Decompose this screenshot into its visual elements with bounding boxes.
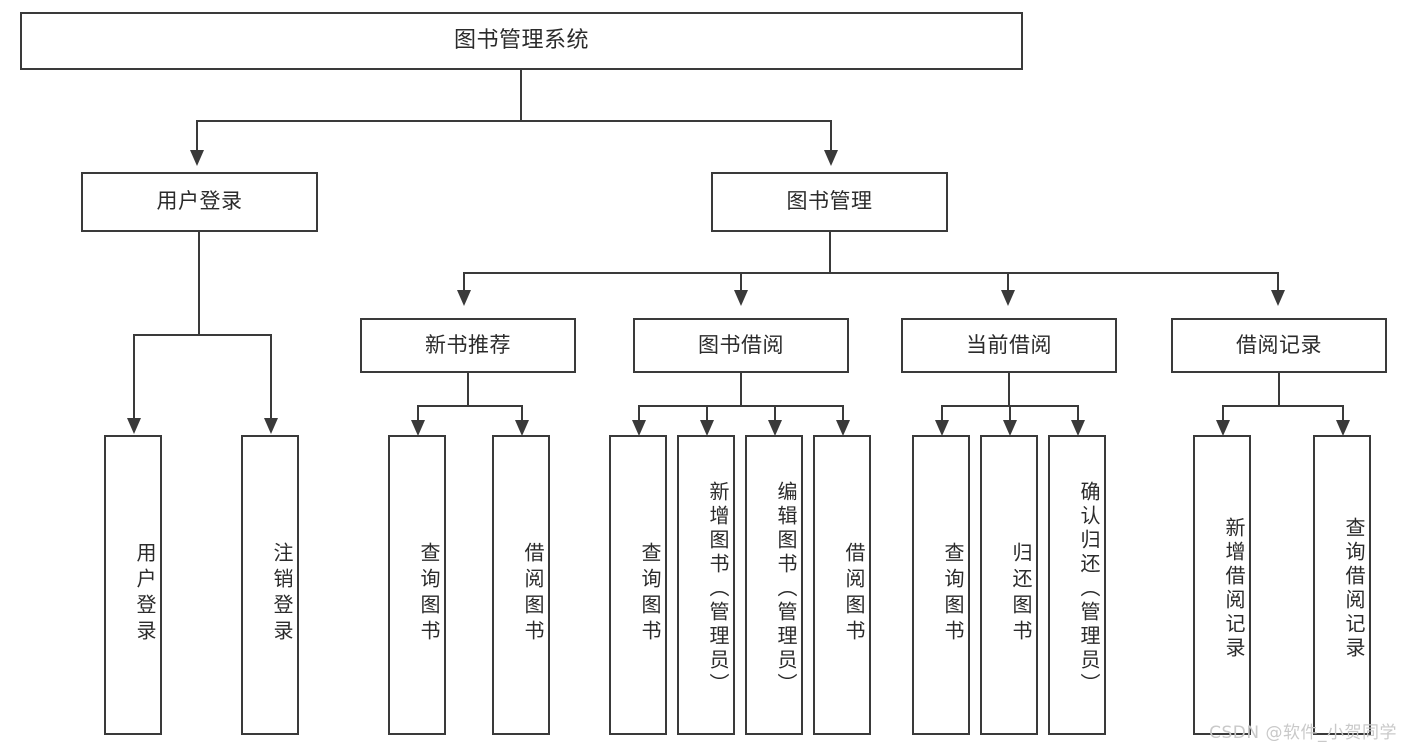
- arrow-head-icon: [632, 420, 646, 436]
- arrow-head-icon: [1001, 290, 1015, 306]
- connector-root-bus: [196, 120, 832, 122]
- leaf-edit-book[interactable]: 编辑图书（管理员）: [745, 435, 803, 735]
- arrow-head-icon: [190, 150, 204, 166]
- connector-book-manage-to-borrow-record: [1277, 272, 1279, 292]
- arrow-head-icon: [768, 420, 782, 436]
- arrow-head-icon: [1336, 420, 1350, 436]
- arrow-head-icon: [515, 420, 529, 436]
- connector-book-manage-to-book-borrow: [740, 272, 742, 292]
- node-label: 借阅图书: [521, 542, 545, 646]
- connector-new-book-bus: [417, 405, 523, 407]
- connector-root-to-user-login: [196, 120, 198, 152]
- connector-user-login-to-leaf-1: [133, 334, 135, 420]
- node-label: 图书管理: [786, 189, 873, 214]
- connector-current-borrow-to-leaf-3: [1077, 405, 1079, 425]
- connector-book-borrow-to-leaf-4: [842, 405, 844, 425]
- node-label: 查询图书: [941, 542, 965, 646]
- node-new-book-recommend[interactable]: 新书推荐: [360, 318, 576, 373]
- node-label: 图书借阅: [698, 332, 784, 357]
- leaf-add-book[interactable]: 新增图书（管理员）: [677, 435, 735, 735]
- arrow-head-icon: [1071, 420, 1085, 436]
- connector-borrow-record-to-leaf-1: [1222, 405, 1224, 425]
- node-label: 注销登录: [270, 542, 294, 646]
- leaf-query-borrow-record[interactable]: 查询借阅记录: [1313, 435, 1371, 735]
- connector-book-borrow-to-leaf-2: [706, 405, 708, 425]
- node-label: 当前借阅: [966, 332, 1052, 357]
- connector-book-manage-stem: [829, 232, 831, 272]
- node-label: 查询借阅记录: [1342, 517, 1366, 661]
- node-label: 编辑图书（管理员）: [774, 481, 798, 697]
- leaf-user-login[interactable]: 用户登录: [104, 435, 162, 735]
- node-label: 用户登录: [133, 542, 157, 646]
- arrow-head-icon: [1271, 290, 1285, 306]
- node-label: 新增图书（管理员）: [706, 481, 730, 697]
- connector-current-borrow-to-leaf-1: [941, 405, 943, 425]
- connector-user-login-bus: [133, 334, 272, 336]
- leaf-confirm-return[interactable]: 确认归还（管理员）: [1048, 435, 1106, 735]
- connector-borrow-record-bus: [1222, 405, 1344, 407]
- node-root-system[interactable]: 图书管理系统: [20, 12, 1023, 70]
- node-label: 确认归还（管理员）: [1077, 481, 1101, 697]
- connector-book-borrow-bus: [638, 405, 844, 407]
- node-label: 借阅图书: [842, 542, 866, 646]
- connector-book-borrow-stem: [740, 373, 742, 405]
- node-label: 归还图书: [1009, 542, 1033, 646]
- node-label: 查询图书: [417, 542, 441, 646]
- arrow-head-icon: [836, 420, 850, 436]
- leaf-query-book-current[interactable]: 查询图书: [912, 435, 970, 735]
- connector-user-login-to-leaf-2: [270, 334, 272, 420]
- node-current-borrow[interactable]: 当前借阅: [901, 318, 1117, 373]
- connector-book-manage-to-new-book: [463, 272, 465, 292]
- connector-root-to-book-manage: [830, 120, 832, 152]
- connector-new-book-to-leaf-1: [417, 405, 419, 425]
- connector-new-book-to-leaf-2: [521, 405, 523, 425]
- leaf-query-book-recommend[interactable]: 查询图书: [388, 435, 446, 735]
- arrow-head-icon: [457, 290, 471, 306]
- arrow-head-icon: [1216, 420, 1230, 436]
- arrow-head-icon: [127, 418, 141, 434]
- connector-root-stem: [520, 70, 522, 120]
- arrow-head-icon: [935, 420, 949, 436]
- node-label: 用户登录: [156, 189, 243, 214]
- leaf-return-book[interactable]: 归还图书: [980, 435, 1038, 735]
- node-user-login[interactable]: 用户登录: [81, 172, 318, 232]
- node-label: 新书推荐: [425, 332, 511, 357]
- node-label: 图书管理系统: [453, 27, 589, 53]
- arrow-head-icon: [264, 418, 278, 434]
- leaf-query-book-borrow[interactable]: 查询图书: [609, 435, 667, 735]
- node-borrow-record[interactable]: 借阅记录: [1171, 318, 1387, 373]
- node-label: 查询图书: [638, 542, 662, 646]
- node-book-borrow[interactable]: 图书借阅: [633, 318, 849, 373]
- leaf-borrow-book[interactable]: 借阅图书: [813, 435, 871, 735]
- connector-user-login-stem: [198, 232, 200, 334]
- arrow-head-icon: [411, 420, 425, 436]
- leaf-borrow-book-recommend[interactable]: 借阅图书: [492, 435, 550, 735]
- connector-book-manage-bus: [463, 272, 1277, 274]
- connector-book-manage-to-current-borrow: [1007, 272, 1009, 292]
- connector-current-borrow-to-leaf-2: [1009, 405, 1011, 425]
- connector-new-book-stem: [467, 373, 469, 405]
- node-book-manage[interactable]: 图书管理: [711, 172, 948, 232]
- connector-current-borrow-stem: [1008, 373, 1010, 405]
- connector-borrow-record-stem: [1278, 373, 1280, 405]
- arrow-head-icon: [824, 150, 838, 166]
- connector-borrow-record-to-leaf-2: [1342, 405, 1344, 425]
- leaf-logout-login[interactable]: 注销登录: [241, 435, 299, 735]
- node-label: 新增借阅记录: [1222, 517, 1246, 661]
- node-label: 借阅记录: [1236, 332, 1322, 357]
- leaf-add-borrow-record[interactable]: 新增借阅记录: [1193, 435, 1251, 735]
- arrow-head-icon: [700, 420, 714, 436]
- arrow-head-icon: [734, 290, 748, 306]
- connector-book-borrow-to-leaf-3: [774, 405, 776, 425]
- arrow-head-icon: [1003, 420, 1017, 436]
- connector-book-borrow-to-leaf-1: [638, 405, 640, 425]
